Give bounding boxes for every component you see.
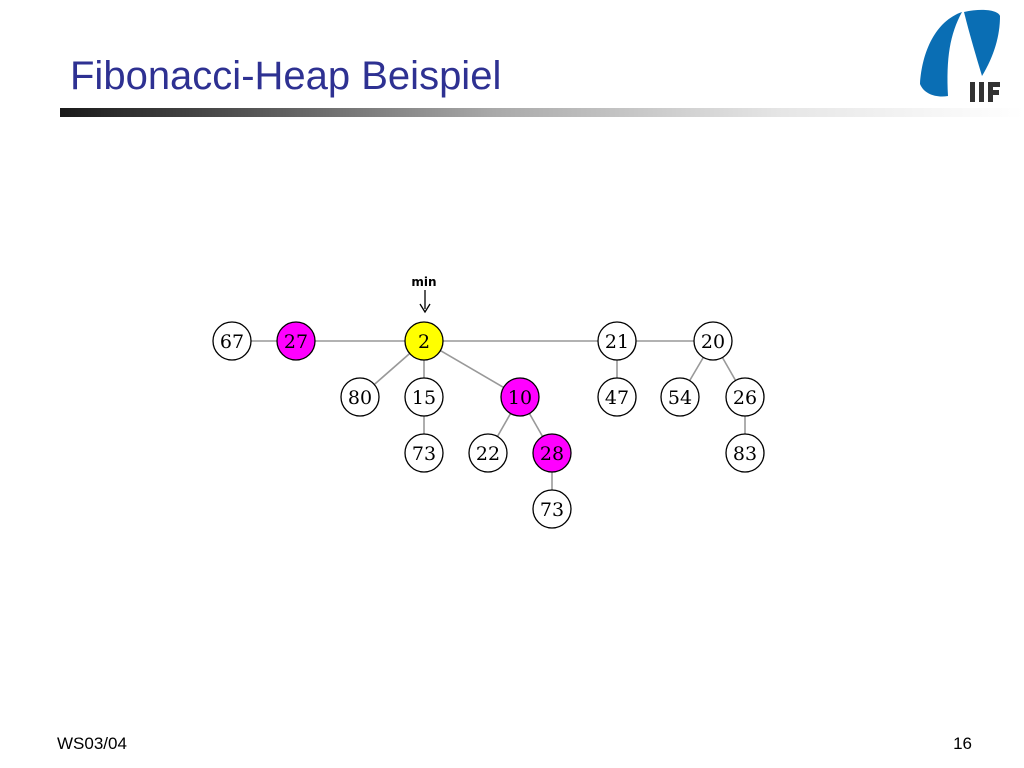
node-circle-marked — [532, 433, 572, 473]
node-key: 73 — [412, 443, 436, 465]
min-pointer: min — [411, 275, 437, 314]
heap-node-n15: 15 — [404, 377, 444, 417]
tree-edge-n20-n26 — [721, 357, 737, 381]
heap-node-n27: 27 — [276, 321, 316, 361]
node-key: 26 — [733, 387, 757, 409]
iif-logo — [920, 9, 1000, 102]
tree-edge-n10-n28 — [528, 413, 544, 437]
node-circle-normal — [693, 321, 733, 361]
heap-node-n47: 47 — [597, 377, 637, 417]
heap-node-n28: 28 — [532, 433, 572, 473]
heap-node-n83: 83 — [725, 433, 765, 473]
slide-title: Fibonacci-Heap Beispiel — [70, 54, 502, 98]
node-key: 2 — [418, 331, 430, 353]
heap-node-n20: 20 — [693, 321, 733, 361]
title-underline — [60, 108, 1024, 117]
node-key: 15 — [412, 387, 436, 409]
node-circle-normal — [468, 433, 508, 473]
node-key: 83 — [733, 443, 757, 465]
tree-edge-n20-n54 — [688, 356, 705, 382]
heap-node-n67: 67 — [212, 321, 252, 361]
tree-edge-n2-n80 — [373, 352, 411, 386]
logo-letter-f — [988, 82, 1000, 102]
heap-node-n80: 80 — [340, 377, 380, 417]
heap-node-n21: 21 — [597, 321, 637, 361]
node-circle-marked — [500, 377, 540, 417]
node-circle-normal — [597, 377, 637, 417]
node-key: 73 — [540, 499, 564, 521]
node-key: 20 — [701, 331, 725, 353]
node-circle-normal — [404, 433, 444, 473]
node-key: 22 — [476, 443, 500, 465]
min-pointer-label: min — [411, 275, 436, 289]
node-circle-normal — [532, 489, 572, 529]
node-circle-normal — [725, 433, 765, 473]
node-circle-marked — [276, 321, 316, 361]
logo-swoosh-left — [920, 12, 962, 97]
node-circle-normal — [212, 321, 252, 361]
tree-edge-n10-n22 — [496, 413, 512, 437]
page-number: 16 — [953, 734, 972, 753]
logo-letter-i2 — [979, 82, 984, 102]
nodes-layer: 67 27 2 21 20 80 15 10 47 54 26 73 22 28 83 73 — [212, 321, 765, 529]
node-circle-normal — [660, 377, 700, 417]
min-pointer-arrowhead — [419, 303, 431, 314]
node-key: 54 — [668, 387, 692, 409]
heap-node-n22: 22 — [468, 433, 508, 473]
edges-layer — [251, 340, 746, 490]
footer-semester: WS03/04 — [57, 734, 127, 753]
heap-node-n10: 10 — [500, 377, 540, 417]
heap-node-n54: 54 — [660, 377, 700, 417]
node-circle-normal — [404, 377, 444, 417]
heap-node-n2: 2 — [404, 321, 444, 361]
node-key: 28 — [540, 443, 564, 465]
node-circle-normal — [597, 321, 637, 361]
node-key: 80 — [348, 387, 372, 409]
node-circle-min — [404, 321, 444, 361]
node-circle-normal — [340, 377, 380, 417]
logo-swoosh-right — [964, 9, 1000, 77]
tree-edge-n2-n10 — [440, 349, 504, 389]
node-key: 21 — [605, 331, 629, 353]
node-key: 10 — [508, 387, 532, 409]
node-key: 47 — [605, 387, 629, 409]
heap-node-n26: 26 — [725, 377, 765, 417]
heap-node-n73a: 73 — [404, 433, 444, 473]
node-key: 27 — [284, 331, 308, 353]
node-circle-normal — [725, 377, 765, 417]
logo-letter-i1 — [970, 82, 975, 102]
node-key: 67 — [220, 331, 244, 353]
heap-node-n73b: 73 — [532, 489, 572, 529]
